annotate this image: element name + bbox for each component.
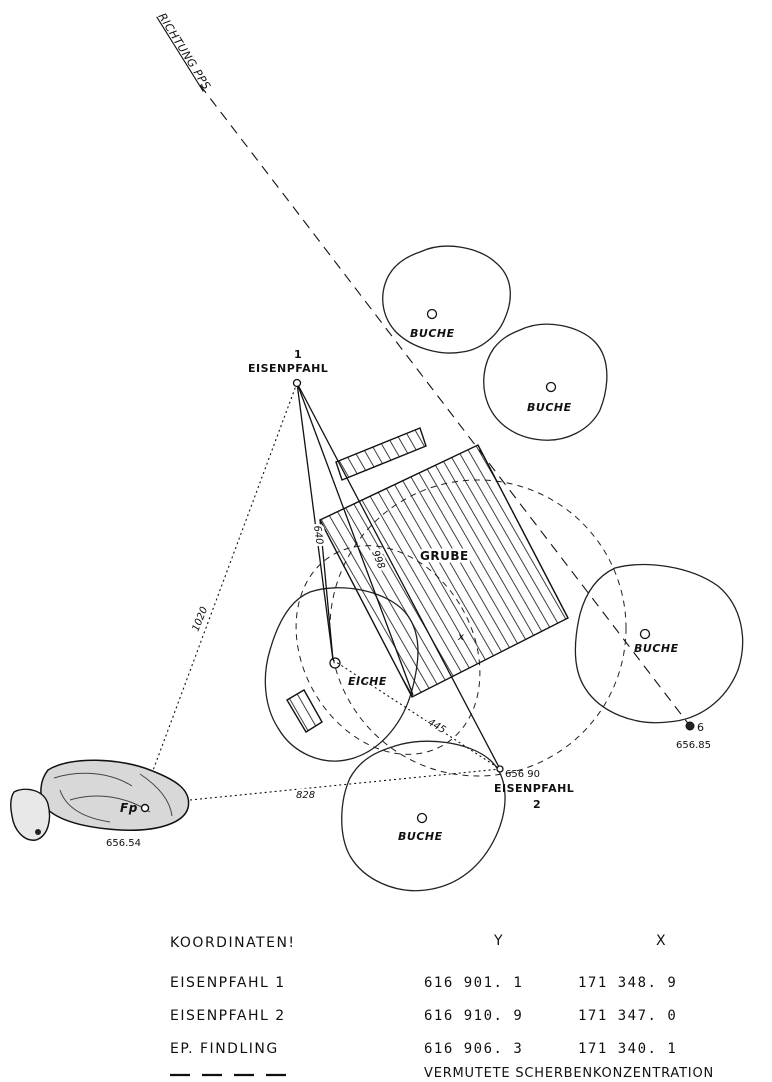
stake-2-label: EISENPFAHL bbox=[494, 782, 574, 795]
hatched-feature-small bbox=[286, 689, 323, 733]
pit-grube: GRUBE x bbox=[319, 444, 569, 698]
distance-640: 640 bbox=[311, 525, 325, 545]
boulder-label: Fp bbox=[120, 801, 138, 815]
pit-mark: x bbox=[457, 632, 464, 643]
tree-label: EICHE bbox=[348, 675, 387, 688]
row-x-value: 171 340. 1 bbox=[578, 1041, 677, 1057]
legend-row: VERMUTETE SCHERBENKONZENTRATION bbox=[170, 1066, 714, 1081]
stake-2: 656 90 EISENPFAHL 2 bbox=[494, 765, 574, 811]
table-row: EP. FINDLING 616 906. 3 171 340. 1 bbox=[170, 1041, 677, 1057]
row-x-value: 171 347. 0 bbox=[578, 1008, 677, 1024]
row-x-value: 171 348. 9 bbox=[578, 975, 677, 991]
row-name: EP. FINDLING bbox=[170, 1041, 279, 1057]
boulder-findling: Fp 656.54 bbox=[9, 759, 190, 849]
tree-buche-1: BUCHE bbox=[382, 245, 511, 354]
legend-text: VERMUTETE SCHERBENKONZENTRATION bbox=[424, 1066, 714, 1081]
point-6-level: 656.85 bbox=[676, 740, 711, 751]
coordinates-table: KOORDINATEN! Y X EISENPFAHL 1 616 901. 1… bbox=[170, 933, 714, 1081]
tree-marker bbox=[416, 812, 428, 824]
tree-marker bbox=[426, 308, 438, 320]
stake-1-label: EISENPFAHL bbox=[248, 362, 328, 375]
tree-label: BUCHE bbox=[634, 642, 679, 655]
point-6-number: 6 bbox=[697, 721, 704, 734]
row-y-value: 616 901. 1 bbox=[424, 975, 523, 991]
pit-label: GRUBE bbox=[420, 549, 469, 563]
distance-445: 445 bbox=[426, 717, 448, 736]
column-x-header: X bbox=[656, 933, 667, 949]
measurement-lines bbox=[144, 382, 569, 801]
tree-marker bbox=[639, 628, 651, 640]
row-y-value: 616 906. 3 bbox=[424, 1041, 523, 1057]
row-y-value: 616 910. 9 bbox=[424, 1008, 523, 1024]
tree-buche-2: BUCHE bbox=[483, 323, 608, 441]
stake-2-number: 2 bbox=[533, 798, 541, 811]
tree-buche-3: BUCHE bbox=[574, 563, 744, 724]
tree-buche-4: BUCHE bbox=[341, 740, 506, 892]
tree-label: BUCHE bbox=[527, 401, 572, 414]
row-name: EISENPFAHL 1 bbox=[170, 975, 286, 991]
tree-label: BUCHE bbox=[410, 327, 455, 340]
tree-marker bbox=[545, 381, 557, 393]
tree-label: BUCHE bbox=[398, 830, 443, 843]
stake-1-number: 1 bbox=[294, 348, 302, 361]
stake-1: 1 EISENPFAHL bbox=[248, 348, 328, 388]
table-row: EISENPFAHL 1 616 901. 1 171 348. 9 bbox=[170, 975, 677, 991]
row-name: EISENPFAHL 2 bbox=[170, 1008, 286, 1024]
distance-1020: 1020 bbox=[191, 605, 211, 633]
distance-828: 828 bbox=[296, 790, 315, 801]
point-6: 6 656.85 bbox=[676, 721, 711, 751]
direction-label: RICHTUNG PPS bbox=[155, 11, 213, 93]
column-y-header: Y bbox=[493, 933, 504, 949]
table-heading: KOORDINATEN! bbox=[170, 935, 296, 951]
tree-marker bbox=[329, 657, 341, 669]
boulder-level: 656.54 bbox=[106, 838, 141, 849]
table-row: EISENPFAHL 2 616 910. 9 171 347. 0 bbox=[170, 1008, 677, 1024]
hatched-feature-north bbox=[335, 427, 427, 481]
stake-2-level: 656 90 bbox=[505, 769, 540, 780]
